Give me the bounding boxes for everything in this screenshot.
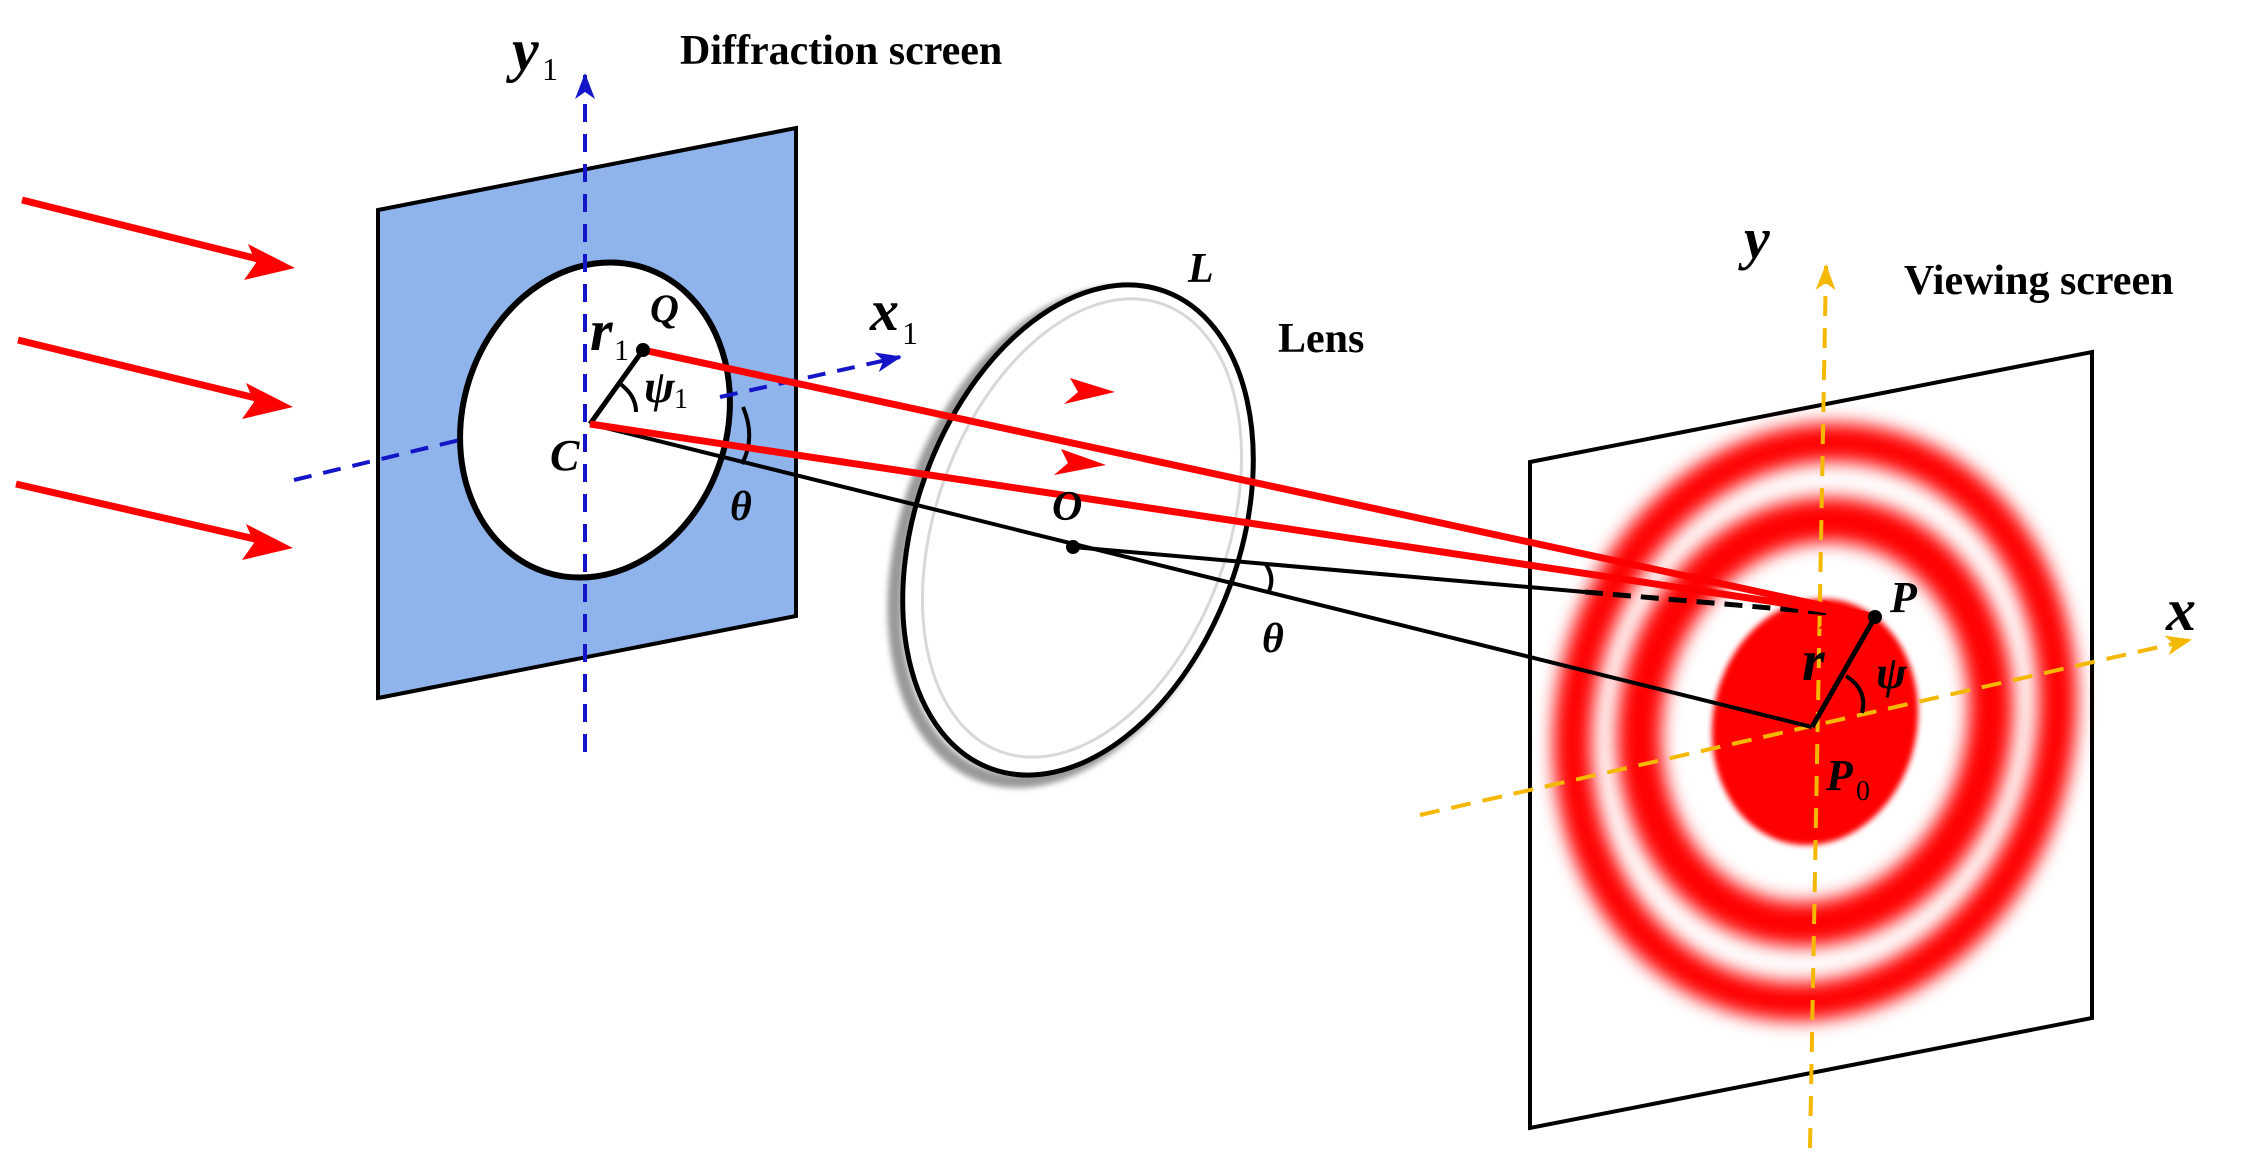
point-O-dot xyxy=(1066,540,1080,554)
point-P-dot xyxy=(1868,610,1882,624)
diffracted-rays xyxy=(589,346,1876,629)
diffraction-screen xyxy=(293,73,902,752)
line-O-to-P-solid xyxy=(1072,545,1586,594)
geometry-lines xyxy=(587,348,1878,729)
theta-left-label: θ xyxy=(730,484,752,530)
x-axis-label: x xyxy=(2165,577,2196,643)
point-O-label: O xyxy=(1052,484,1082,530)
x-axis xyxy=(1419,635,2192,817)
theta-right-label: θ xyxy=(1262,616,1284,662)
lens-label: Lens xyxy=(1278,316,1364,362)
point-Q-label: Q xyxy=(650,286,679,331)
ray-C-arrowhead xyxy=(1054,449,1106,475)
points xyxy=(636,343,1882,624)
diffraction-screen-label: Diffraction screen xyxy=(680,28,1002,74)
x1-axis xyxy=(719,352,902,399)
incident-rays xyxy=(15,196,295,560)
labels: Diffraction screen Viewing screen Lens L… xyxy=(506,17,2196,807)
psi-arc xyxy=(1844,674,1866,714)
psi-label: ψ xyxy=(1876,647,1908,698)
psi1-subscript: 1 xyxy=(674,384,688,415)
r1-subscript: 1 xyxy=(614,334,629,367)
point-Q-dot xyxy=(636,343,650,357)
viewing-axes xyxy=(1419,264,2192,1149)
incident-ray-1 xyxy=(21,196,295,280)
x1-axis-label: x xyxy=(869,278,899,343)
theta-arc-left xyxy=(740,406,752,465)
line-C-to-Q xyxy=(587,348,646,426)
point-P0-label: P xyxy=(1825,751,1854,800)
y1-axis-subscript: 1 xyxy=(542,51,558,87)
point-P0-subscript: 0 xyxy=(1856,776,1870,807)
inner-ring xyxy=(1617,497,2013,947)
theta-arc-right xyxy=(1263,561,1274,594)
incident-ray-2 xyxy=(17,336,293,419)
incident-ray-3 xyxy=(15,480,293,560)
y-axis xyxy=(1808,264,1836,1149)
line-C-to-P0 xyxy=(589,422,1813,729)
ray-Q-to-P xyxy=(642,346,1876,621)
ray-converge-arrowhead xyxy=(1818,600,1873,629)
r-label: r xyxy=(1802,628,1825,693)
outer-ring xyxy=(1553,423,2077,1021)
line-O-to-P-dashed xyxy=(1584,589,1876,620)
point-C-label: C xyxy=(550,431,580,480)
psi1-label: ψ xyxy=(644,361,676,412)
y1-axis-label: y xyxy=(506,17,539,83)
viewing-screen-label: Viewing screen xyxy=(1904,258,2173,304)
lens-symbol-label: L xyxy=(1187,246,1214,292)
ray-Q-arrowhead xyxy=(1064,378,1115,404)
line-P0-to-P xyxy=(1809,615,1878,729)
y-axis-label: y xyxy=(1738,206,1770,271)
point-P-label: P xyxy=(1889,573,1918,622)
psi1-arc xyxy=(617,381,638,413)
ray-C-to-P xyxy=(589,420,1876,621)
r1-label: r xyxy=(590,298,613,363)
x1-axis-subscript: 1 xyxy=(902,315,918,351)
